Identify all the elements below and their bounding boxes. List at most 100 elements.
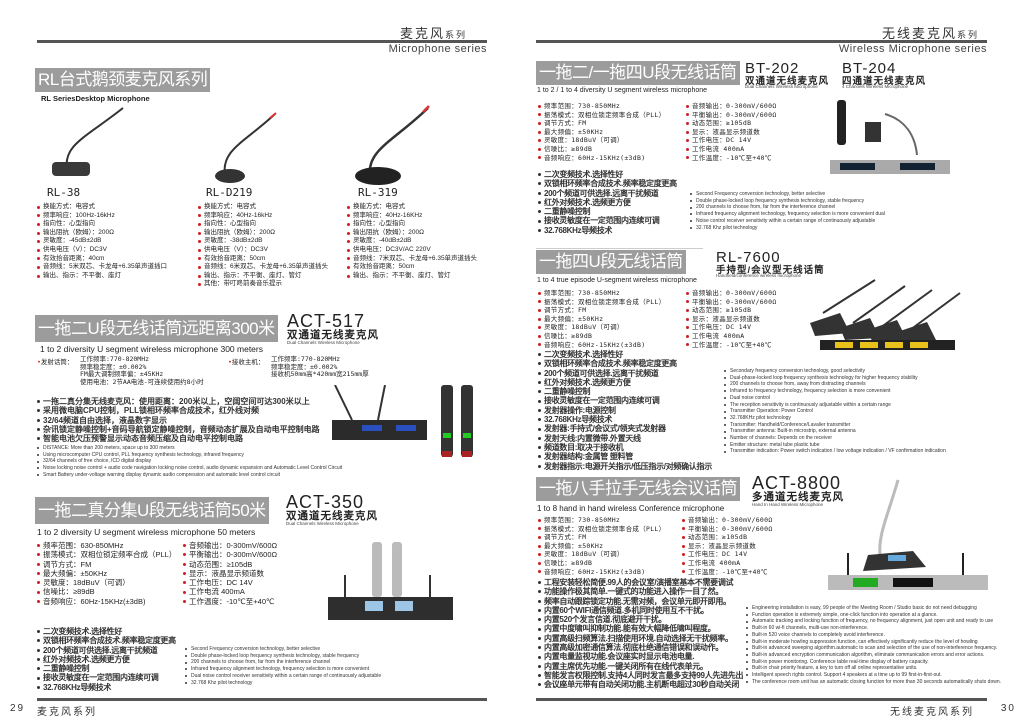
- rl7600-product-image: [810, 279, 961, 350]
- receiver-label: 接收主机：: [231, 358, 265, 366]
- list-item: Engineering installation is easy, 99 peo…: [746, 605, 1001, 612]
- list-item: 有效拾音距离：40cm: [37, 255, 167, 264]
- list-item: 动态范围：≥105dB: [686, 119, 777, 128]
- header-rule: [37, 40, 487, 43]
- list-item: 双锁相环频率合成技术.频率稳定度更高: [538, 179, 677, 188]
- list-item: 最大频偏：±50KHz: [538, 315, 665, 324]
- list-item: Built-in 520 voice channels to completel…: [746, 632, 1001, 639]
- list-item: Using microcomputer CPU control, PLL fre…: [37, 452, 342, 459]
- bt-204-model-en: 4 Channels Wireless Microphone: [842, 84, 909, 89]
- list-item: Transmitter indication: Power switch ind…: [724, 448, 946, 455]
- right-header-title: 无线麦克风系列: [882, 23, 979, 42]
- list-item: Built-in 60 wi-fi channels, multi-use no…: [746, 625, 1001, 632]
- list-item: Secondary frequency conversion technolog…: [724, 368, 946, 375]
- list-item: Dual noise control receiver sensitivity …: [185, 673, 381, 680]
- left-header-title: 麦克风系列: [400, 23, 467, 42]
- list-item: Noise control receiver sensitivity withi…: [690, 218, 885, 225]
- list-item: 信噪比：≥89dB: [538, 332, 665, 341]
- list-item: 灵敏度：-40dB±2dB: [347, 237, 477, 246]
- header-cn-small: 系列: [956, 30, 979, 40]
- list-item: 调节方式：FM: [37, 560, 176, 569]
- footer-rule: [536, 698, 987, 701]
- list-item: 32/64频道自由选择，液晶数字显示: [37, 416, 320, 425]
- list-item: 音频响应：60Hz-15KHz(±3dB): [538, 154, 665, 163]
- list-item: 最大频偏：±50KHz: [538, 128, 665, 137]
- list-item: 灵敏度：-45dB±2dB: [37, 237, 167, 246]
- footer-label: 麦克风系列: [37, 707, 97, 718]
- list-item: Smart Battery under-voltage warning disp…: [37, 472, 342, 479]
- list-item: 200个频道可供选择.远离干扰频道: [538, 189, 677, 198]
- act517-model-en: Dual Channels Wireless Microphone: [287, 340, 360, 345]
- list-item: 输出、指示：不平衡、座灯、管灯: [347, 272, 477, 281]
- list-item: 32.768KHz导频技术: [538, 226, 677, 235]
- list-item: 工作温度：-10℃至+40℃: [682, 568, 773, 577]
- rl7600-model-cn: 手持型/会议型无线话筒: [716, 265, 825, 276]
- list-item: 信噪比：≥89dB: [538, 145, 665, 154]
- bt-204-model: BT-204: [842, 60, 897, 77]
- list-item: Built-in advanced sweeping algorithm.aut…: [746, 645, 1001, 652]
- list-item: 灵敏度：18dBuV（可调）: [538, 550, 665, 559]
- list-item: 32.768 Khz pilot technology: [185, 680, 381, 687]
- list-item: Double phase-locked loop frequency synth…: [690, 198, 885, 205]
- header-cn: 无线麦克风: [881, 26, 957, 41]
- list-item: 振荡模式：双相位锁定频率合成（PLL）: [538, 111, 665, 120]
- list-item: Double phase-locked loop frequency synth…: [185, 653, 381, 660]
- bt-202-model-cn: 双通道无线麦克风: [745, 76, 830, 87]
- rl7600-features-en: Secondary frequency conversion technolog…: [724, 368, 946, 455]
- list-item: 频率响应：40Hz-16kHz: [198, 212, 328, 221]
- list-item: 二次变频技术.选择性好: [538, 170, 677, 179]
- list-item: 平衡输出：0-300mV/600Ω: [682, 525, 773, 534]
- bt-204-model-cn: 四通道无线麦克风: [842, 76, 927, 87]
- list-item: Built-in moderate howling suppression fu…: [746, 639, 1001, 646]
- list-item: 智能发言权限控制.支持4人同时发言最多支持99人先进先出: [538, 671, 743, 680]
- act517-features-cn: 一拖二真分集无线麦克风：使用距离：200米以上，空阔空间可达300米以上采用微电…: [37, 397, 320, 443]
- list-item: 接收灵敏度在一定范围内连续可调: [538, 396, 712, 405]
- page-number: 29: [10, 703, 26, 714]
- rl7600-model-en: Handheld/conference wireless microphone: [716, 273, 802, 278]
- list-item: 振荡模式：双相位锁定频率合成（PLL）: [538, 525, 665, 534]
- list-item: Infrared to frequency technology, freque…: [724, 388, 946, 395]
- list-item: 二重静噪控制: [538, 387, 712, 396]
- list-item: 指向性：心型指向: [198, 220, 328, 229]
- act517-features-en: DISTANCE: More than 200 meters, space up…: [37, 445, 342, 479]
- list-item: 最大频偏：±50KHz: [37, 569, 176, 578]
- list-item: Dual noise control: [724, 395, 946, 402]
- list-item: 频道数目:取决于接收机: [538, 443, 712, 452]
- list-item: 音频线：7米双芯、卡龙母+6.35单声道插头: [347, 255, 477, 264]
- list-item: 音频线：6米双芯、卡龙母+6.35单声道插头: [198, 263, 328, 272]
- list-item: Automatic tracking and locking function …: [746, 618, 1001, 625]
- page-number: 30: [1000, 703, 1016, 714]
- list-item: 音频输出：0-300mV/600Ω: [183, 541, 277, 550]
- list-item: 平衡输出：0-300mV/600Ω: [183, 550, 277, 559]
- list-item: Number of channels: Depends on the recei…: [724, 435, 946, 442]
- bt-202-model: BT-202: [745, 60, 800, 77]
- list-item: 工作电压：DC 14V: [686, 136, 777, 145]
- rl7600-subtitle: 1 to 4 true episode U-segment wireless m…: [537, 277, 697, 284]
- list-item: 32.768KHz导频技术: [37, 683, 176, 692]
- list-item: 平衡输出：0-300mV/600Ω: [686, 298, 777, 307]
- list-item: 红外对频技术.选频更方便: [538, 378, 712, 387]
- header-cn: 麦克风: [400, 26, 446, 41]
- list-item: Intelligent speech rights control. Suppo…: [746, 672, 1001, 679]
- list-item: 平衡输出：0-300mV/600Ω: [686, 111, 777, 120]
- list-item: 发射天线:内置微带.外置天线: [538, 434, 712, 443]
- list-item: 发射器操作:电源控制: [538, 406, 712, 415]
- list-item: Transmitter Operation: Power Control: [724, 408, 946, 415]
- header-cn-small: 系列: [445, 30, 468, 40]
- rl-38-image: [52, 107, 124, 176]
- bt-title: 一拖二/一拖四U段无线话筒: [536, 61, 740, 85]
- act517-handheld-mics: [441, 385, 473, 457]
- list-item: 工作电流 400mA: [686, 145, 777, 154]
- bt-202-model-en: Dual Channels Wireless Microphone: [745, 84, 818, 89]
- list-item: 频率稳定度：±0.002%: [271, 362, 338, 371]
- list-item: 一拖二真分集无线麦克风：使用距离：200米以上，空阔空间可达300米以上: [37, 397, 320, 406]
